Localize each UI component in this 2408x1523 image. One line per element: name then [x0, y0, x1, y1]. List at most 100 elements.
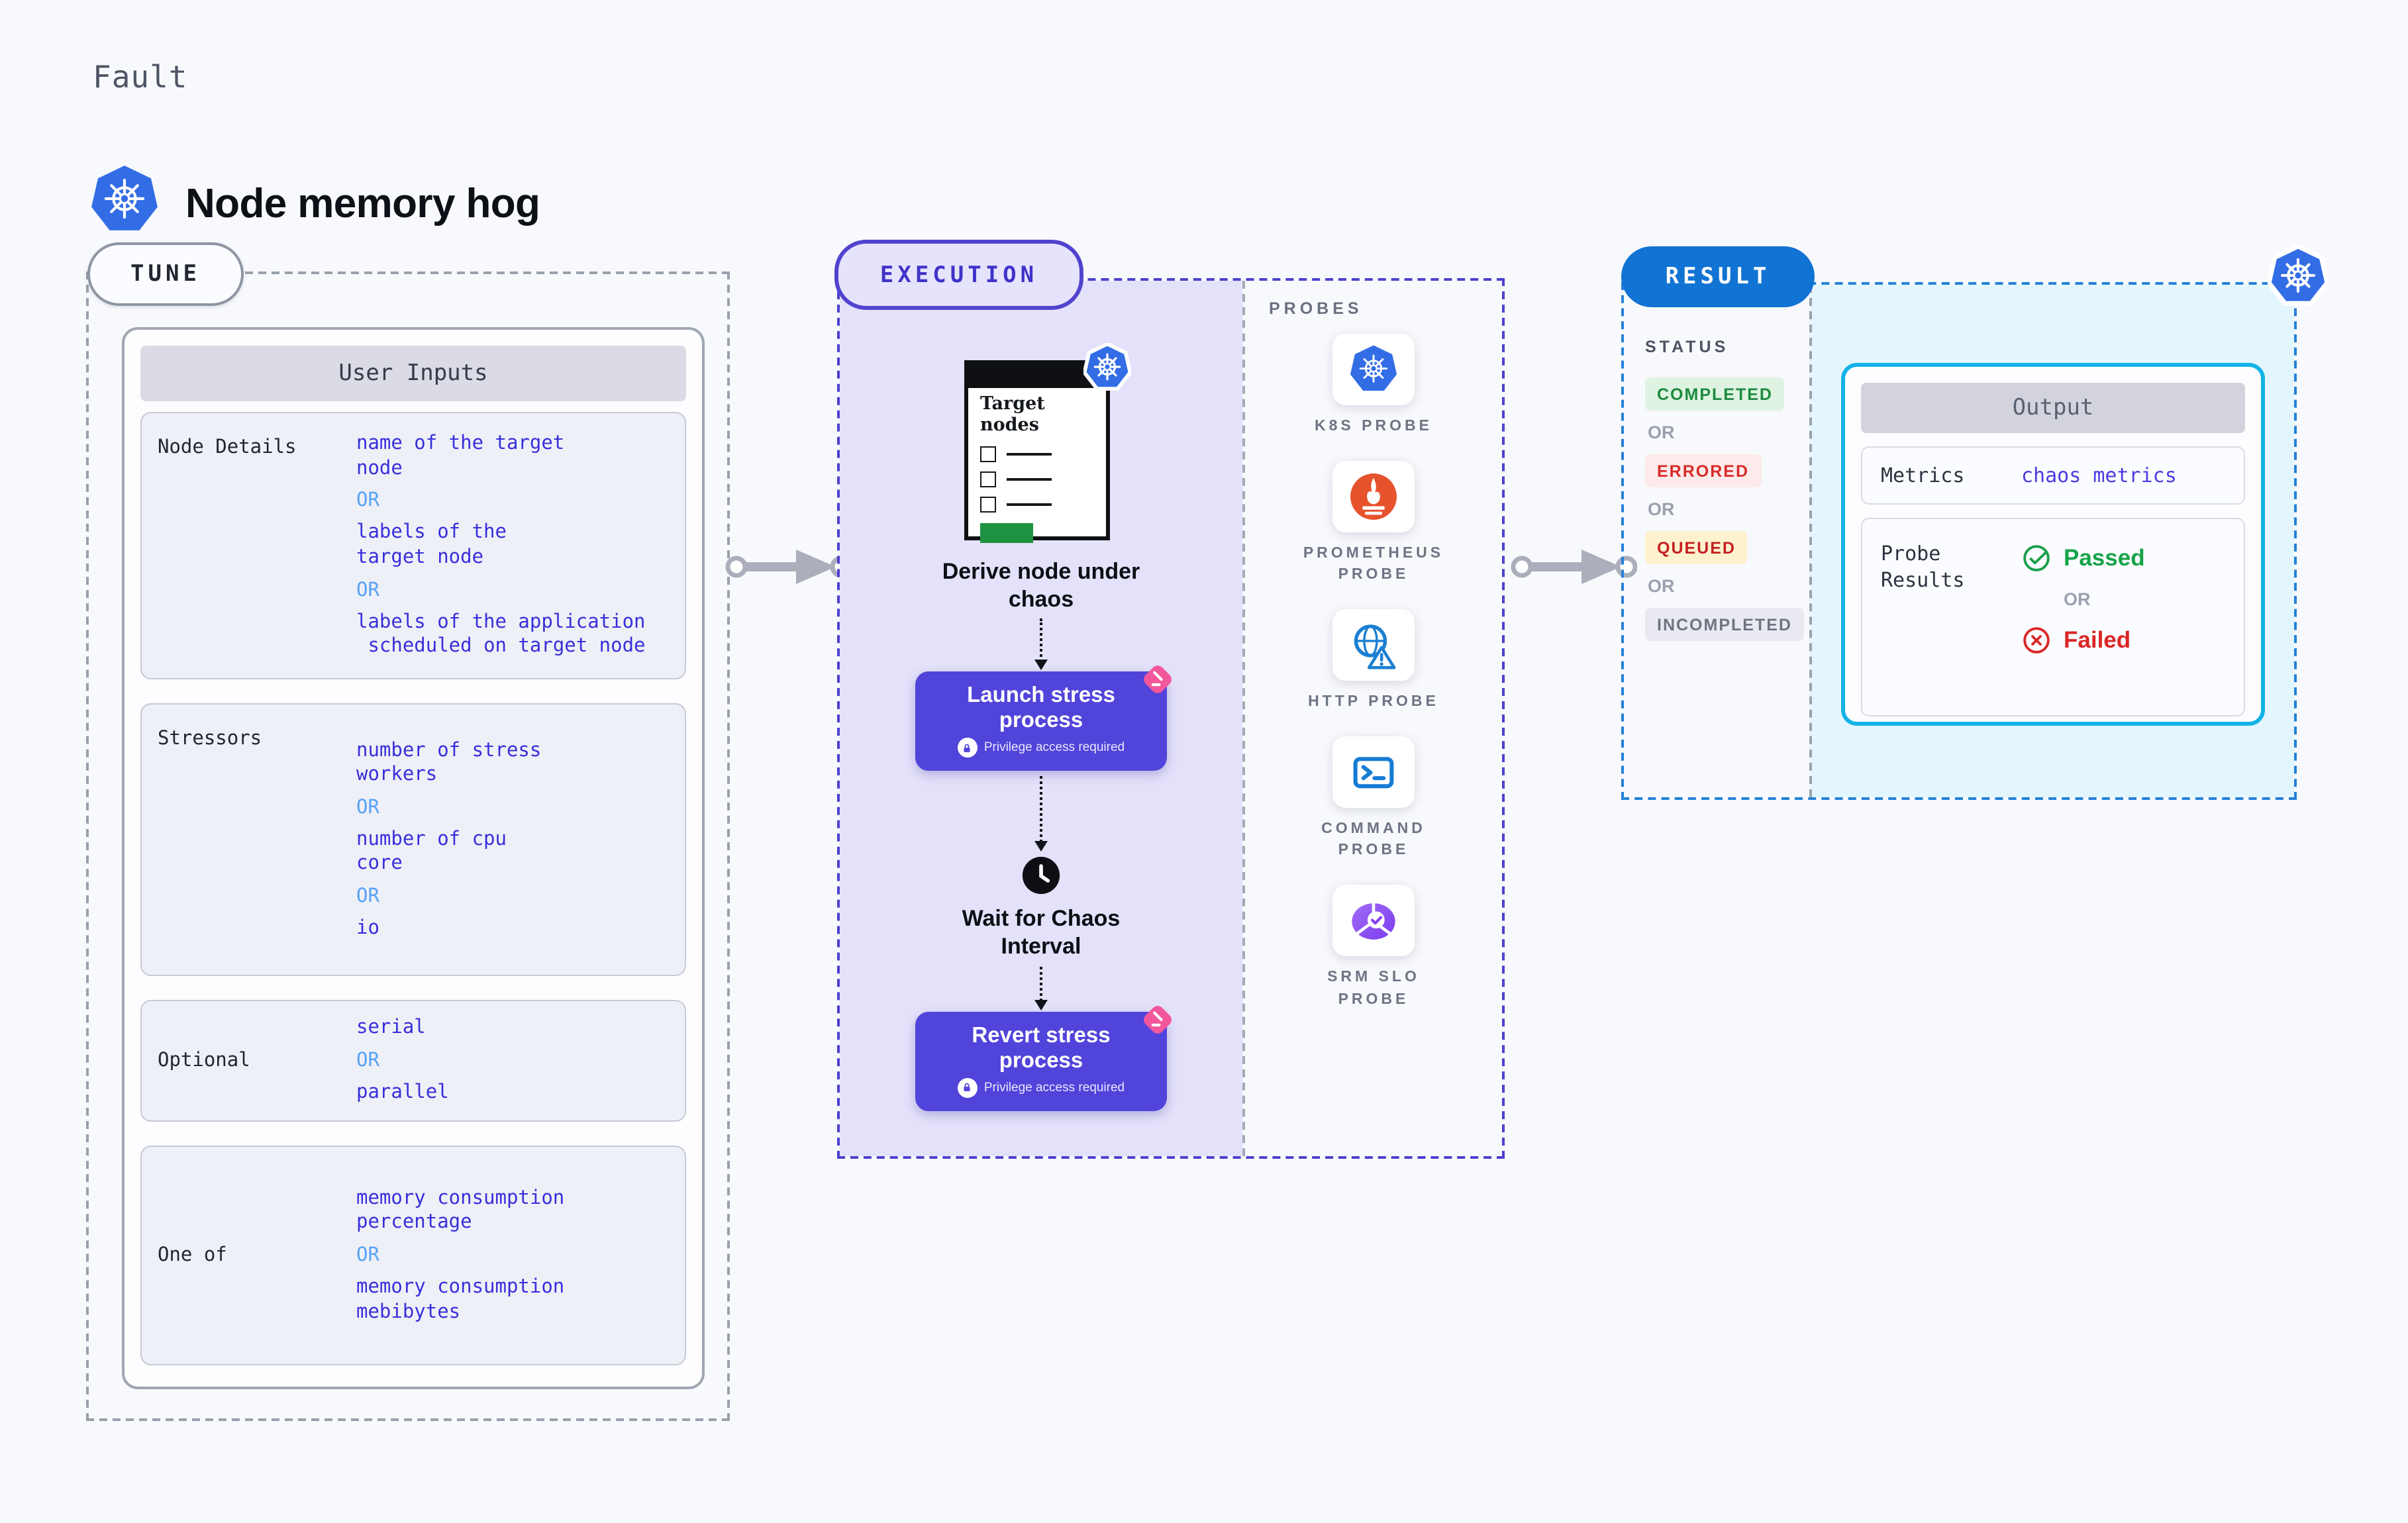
kubernetes-icon: [1082, 342, 1132, 393]
or-label: OR: [2064, 589, 2091, 609]
input-row-label: One of: [158, 1245, 227, 1266]
probe-item: HTTP PROBE: [1290, 609, 1457, 713]
revert-stress-label: Revert stress process: [972, 1023, 1111, 1073]
checkbox-icon: [980, 446, 996, 462]
input-value: labels of the target node: [356, 522, 507, 568]
kubernetes-icon: [2266, 243, 2331, 309]
input-value: number of stress workers: [356, 740, 542, 786]
passed-result: Passed: [2021, 543, 2145, 573]
privilege-note: Privilege access required: [983, 1080, 1125, 1095]
or-label: OR: [1648, 499, 1675, 519]
check-circle-icon: [2023, 545, 2050, 571]
metrics-row: Metrics chaos metrics: [1861, 446, 2245, 505]
input-value: serial: [356, 1017, 426, 1039]
input-row-node-details: Node Details name of the target node OR …: [140, 412, 686, 679]
litmus-chaos-icon: [1136, 999, 1179, 1041]
tune-badge: TUNE: [87, 242, 244, 306]
input-value: labels of the application scheduled on t…: [356, 611, 646, 658]
probe-label: PROMETHEUS PROBE: [1303, 545, 1444, 583]
probe-results-row: Probe Results Passed OR Failed: [1861, 518, 2245, 716]
status-badge-errored: ERRORED: [1645, 454, 1762, 487]
probe-item: SRM SLO PROBE: [1290, 885, 1457, 1011]
failed-label: Failed: [2064, 626, 2131, 653]
litmus-chaos-icon: [1136, 659, 1179, 701]
probes-title: PROBES: [1269, 299, 1363, 318]
status-column: STATUS COMPLETED OR ERRORED OR QUEUED OR…: [1624, 285, 1809, 797]
prometheus-icon: [1332, 460, 1415, 532]
kubernetes-icon: [1332, 334, 1415, 405]
output-area: Output Metrics chaos metrics Probe Resul…: [1809, 285, 2294, 797]
execution-flow: Target nodes Derive node under chaos: [840, 281, 1242, 1156]
page-title: Node memory hog: [185, 180, 540, 226]
output-title: Output: [1861, 383, 2245, 433]
flow-arrow-icon: [1511, 550, 1637, 584]
probe-label: HTTP PROBE: [1308, 694, 1439, 711]
dotted-arrow-icon: [1034, 776, 1048, 852]
target-nodes-icon: Target nodes: [964, 342, 1132, 543]
probe-item: COMMAND PROBE: [1290, 736, 1457, 862]
status-badge-queued: QUEUED: [1645, 531, 1748, 564]
x-circle-icon: [2023, 627, 2050, 654]
revert-stress-node: Revert stress process Privilege access r…: [915, 1005, 1172, 1111]
privilege-note: Privilege access required: [983, 740, 1125, 756]
lock-icon: [957, 1077, 978, 1098]
flow-arrow-icon: [725, 550, 852, 584]
input-value: io: [356, 917, 379, 939]
or-label: OR: [356, 1245, 379, 1266]
terminal-icon: [1332, 736, 1415, 808]
checkbox-icon: [980, 471, 996, 487]
dotted-arrow-icon: [1034, 618, 1048, 671]
input-value: memory consumption mebibytes: [356, 1277, 565, 1323]
tune-region: [86, 271, 730, 1421]
status-badge-completed: COMPLETED: [1645, 377, 1785, 411]
window-titlebar: [968, 364, 1106, 388]
target-nodes-label: Target nodes: [980, 393, 1045, 436]
user-inputs-card: User Inputs Node Details name of the tar…: [122, 327, 705, 1389]
probe-item: PROMETHEUS PROBE: [1290, 460, 1457, 587]
clock-icon: [1022, 857, 1060, 895]
wait-step-label: Wait for Chaos Interval: [962, 906, 1121, 959]
kubernetes-icon: [90, 164, 159, 236]
input-row-label: Node Details: [158, 437, 297, 458]
metrics-label: Metrics: [1881, 463, 1965, 487]
passed-label: Passed: [2064, 544, 2145, 571]
metrics-value: chaos metrics: [2021, 464, 2177, 487]
fault-kicker: Fault: [93, 61, 188, 95]
input-value: memory consumption percentage: [356, 1187, 565, 1234]
or-label: OR: [1648, 576, 1675, 596]
or-label: OR: [356, 885, 379, 907]
result-region: STATUS COMPLETED OR ERRORED OR QUEUED OR…: [1621, 282, 2297, 800]
or-label: OR: [356, 797, 379, 818]
status-badge-incompleted: INCOMPLETED: [1645, 608, 1804, 641]
input-row-stressors: Stressors number of stress workers OR nu…: [140, 703, 686, 976]
launch-stress-label: Launch stress process: [967, 683, 1115, 733]
input-value: number of cpu core: [356, 828, 507, 875]
user-inputs-title: User Inputs: [140, 346, 686, 401]
status-title: STATUS: [1645, 338, 1729, 356]
dotted-arrow-icon: [1034, 966, 1048, 1010]
probes-panel: PROBES K8S PROBE PROMETHEUS PROBE HTTP P…: [1242, 281, 1502, 1156]
progress-bar: [980, 522, 1033, 543]
input-row-optional: Optional serial OR parallel: [140, 1000, 686, 1122]
or-label: OR: [356, 1050, 379, 1071]
failed-result: Failed: [2021, 625, 2145, 656]
probe-results-label: Probe Results: [1881, 542, 1965, 593]
probe-label: SRM SLO PROBE: [1327, 969, 1420, 1008]
output-card: Output Metrics chaos metrics Probe Resul…: [1841, 363, 2265, 726]
checkbox-icon: [980, 496, 996, 513]
execution-badge: EXECUTION: [834, 240, 1083, 310]
probe-item: K8S PROBE: [1290, 334, 1457, 438]
lock-icon: [957, 738, 978, 758]
input-row-label: Stressors: [158, 728, 262, 750]
execution-region: Target nodes Derive node under chaos: [837, 278, 1505, 1159]
probe-label: COMMAND PROBE: [1321, 820, 1426, 859]
globe-warning-icon: [1332, 609, 1415, 681]
input-value: name of the target node: [356, 433, 565, 479]
slo-check-icon: [1332, 885, 1415, 957]
launch-stress-node: Launch stress process Privilege access r…: [915, 666, 1172, 771]
input-value: parallel: [356, 1082, 449, 1103]
result-badge: RESULT: [1621, 246, 1815, 307]
or-label: OR: [356, 490, 379, 512]
or-label: OR: [356, 579, 379, 601]
